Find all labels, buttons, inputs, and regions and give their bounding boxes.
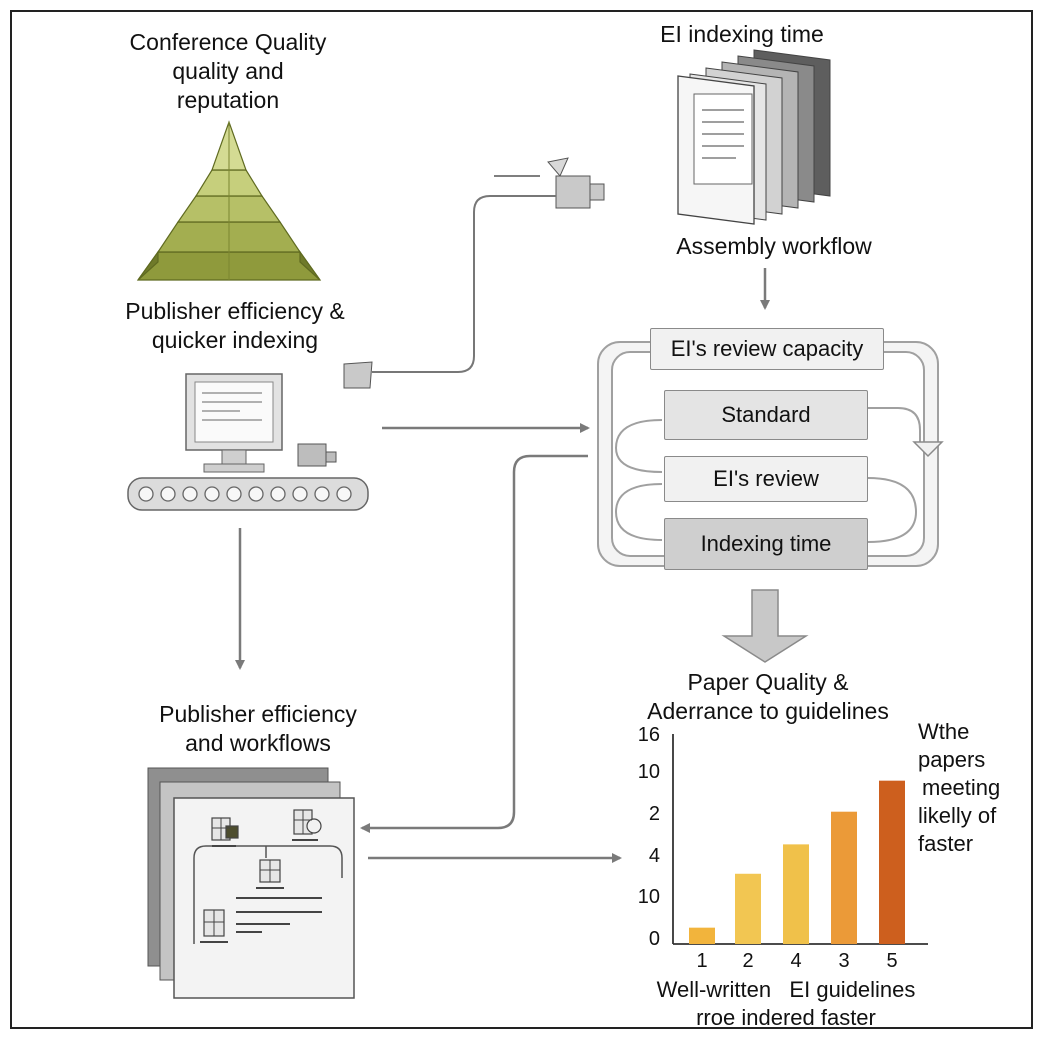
chart-bar-4 (783, 844, 809, 944)
x-tick-label: 4 (790, 950, 802, 972)
process-box-indexing-time: Indexing time (664, 518, 868, 570)
paper-quality-line-1: Paper Quality & (687, 669, 849, 695)
conference-quality-line-3: reputation (176, 87, 280, 113)
chart-x-label: Well-written EI guidelines rroe indered … (657, 976, 916, 1032)
conference-quality-line-2: quality and (172, 58, 284, 84)
pyramid-icon (136, 120, 322, 281)
y-tick-label: 16 (637, 724, 660, 746)
chart-bar-3 (831, 811, 857, 944)
chart-bar-5 (879, 780, 905, 944)
x-tick-label: 2 (742, 950, 754, 972)
paper-quality-label: Paper Quality & Aderrance to guidelines (647, 668, 889, 726)
arrow-process-to-docs (360, 454, 588, 833)
chart-annotation: Wthe papers meeting likelly of faster (918, 718, 1000, 858)
y-tick-label: 2 (648, 803, 660, 825)
plug-connector-icon (343, 157, 605, 389)
outer-frame (10, 10, 1033, 1029)
assembly-workflow-label: Assembly workflow (676, 233, 872, 259)
chart-bar-2 (735, 873, 761, 944)
x-tick-label: 5 (886, 950, 898, 972)
publisher-workflows-label: Publisher efficiency and workflows (159, 700, 357, 758)
publisher-workflows-line-1: Publisher efficiency (159, 701, 357, 727)
ei-indexing-time-label: EI indexing time (660, 21, 824, 47)
chart-annotation-line-2: papers (918, 747, 986, 772)
chart-x-label-line-1: Well-written EI guidelines (656, 977, 916, 1002)
computer-conveyor-icon (127, 373, 369, 511)
chart-x-label-line-2: rroe indered faster (696, 1005, 876, 1030)
y-tick-label: 4 (648, 845, 660, 867)
y-tick-label: 10 (637, 761, 660, 783)
process-loop-arrow (912, 441, 944, 458)
paper-quality-line-2: Aderrance to guidelines (647, 698, 889, 724)
x-tick-label: 3 (838, 950, 850, 972)
conference-quality-line-1: Conference Quality (129, 29, 327, 55)
big-down-arrow (721, 589, 809, 663)
conference-quality-title: Conference Quality quality and reputatio… (130, 28, 327, 115)
chart-annotation-line-4: likelly of (918, 803, 997, 828)
document-stack-icon (677, 49, 831, 225)
publisher-efficiency-indexing-line-1: Publisher efficiency & (125, 298, 345, 324)
bar-chart (672, 734, 928, 945)
chart-annotation-line-1: Wthe (918, 719, 970, 744)
publisher-efficiency-indexing-label: Publisher efficiency & quicker indexing (125, 297, 344, 355)
process-box-review-capacity: EI's review capacity (650, 328, 884, 370)
x-tick-label: 1 (696, 950, 708, 972)
publisher-efficiency-indexing-line-2: quicker indexing (151, 327, 319, 353)
chart-annotation-line-5: faster (918, 831, 974, 856)
publisher-workflows-line-2: and workflows (185, 730, 331, 756)
process-box-standard: Standard (664, 390, 868, 440)
y-tick-label: 0 (648, 928, 660, 950)
chart-annotation-line-3: meeting (922, 775, 1001, 800)
workflow-documents-icon (147, 767, 355, 999)
process-box-ei-review: EI's review (664, 456, 868, 502)
chart-bar-1 (689, 927, 715, 944)
y-tick-label: 10 (637, 886, 660, 908)
